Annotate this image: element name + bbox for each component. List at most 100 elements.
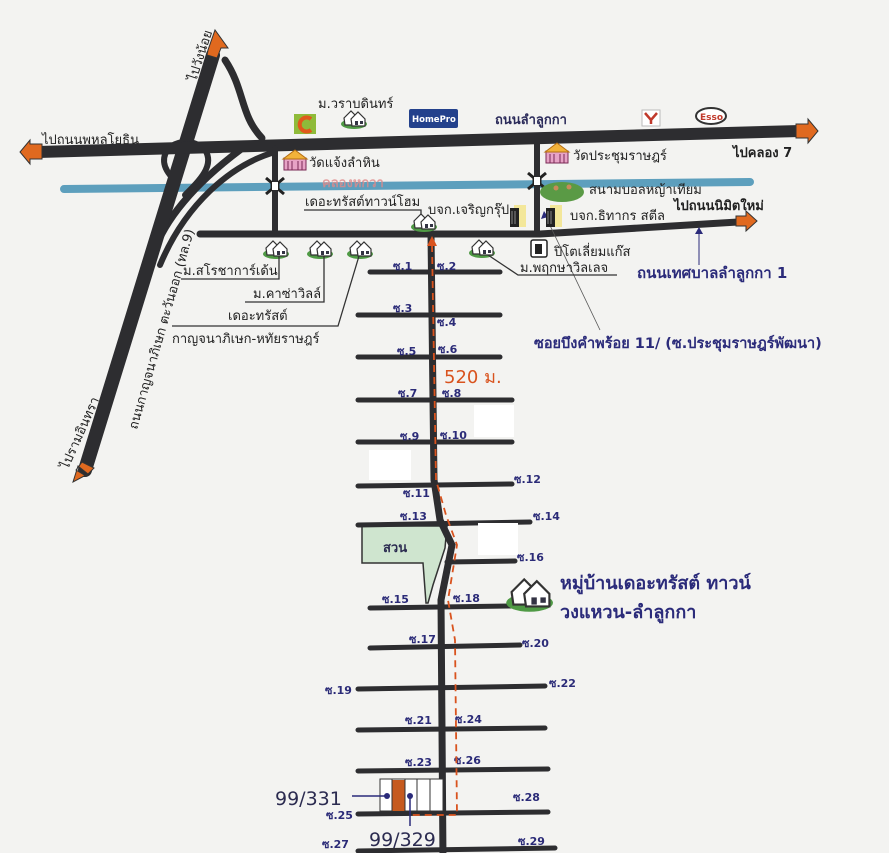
route-dashed-line <box>410 244 458 816</box>
soi-label: ซ.21 <box>405 714 432 727</box>
house-icon <box>306 240 334 260</box>
soi-label: ซ.13 <box>400 510 427 523</box>
blank-patch <box>478 523 518 555</box>
soi-label: ซ.2 <box>437 260 456 273</box>
label-waraburin: ม.วราบดินทร์ <box>318 96 393 112</box>
garden-label: สวน <box>383 541 407 556</box>
leader-arrow-icon <box>695 227 703 234</box>
label-wat-prachum: วัดประชุมราษฎร์ <box>573 148 667 164</box>
label-sarocha-garden: ม.สโรชาการ์เด้น <box>183 263 278 279</box>
leader-sarocha <box>181 256 280 280</box>
house-icon <box>262 240 290 260</box>
logo-homepro: HomePro <box>409 109 458 128</box>
highway-ramp-se <box>157 149 278 268</box>
logo-bigc <box>294 114 316 134</box>
soi-line <box>355 809 551 817</box>
leader-the-trust <box>172 255 360 327</box>
soi-label: ซ.8 <box>442 387 461 400</box>
soi-line <box>444 558 518 565</box>
soi-label: ซ.16 <box>517 551 544 564</box>
label-to-nimitmai: ไปถนนนิมิตใหม่ <box>672 197 764 214</box>
label-kanchana-hathai: กาญจนาภิเษก-หทัยราษฎร์ <box>172 331 320 347</box>
label-to-phahonyothin: ไปถนนพหลโยธิน <box>41 132 139 148</box>
soi-line <box>355 766 551 774</box>
soi-label: ซ.14 <box>533 510 560 523</box>
temple-icon <box>544 142 570 164</box>
leader-trust-townhome <box>304 209 422 220</box>
highway-kanchanaphisek <box>78 48 220 477</box>
arrow-to-ramintra <box>72 461 95 484</box>
soi-label: ซ.17 <box>409 633 436 646</box>
label-village-line1: หมู่บ้านเดอะทรัสต์ ทาวน์ <box>560 572 751 595</box>
svg-text:Esso: Esso <box>700 113 723 123</box>
soi-label: ซ.12 <box>514 473 541 486</box>
arrow-to-nimitmai <box>735 209 758 233</box>
soi-label: ซ.5 <box>397 345 416 358</box>
soi-label: ซ.19 <box>325 684 352 697</box>
label-casa-ville: ม.คาซ่าวิลล์ <box>253 286 321 302</box>
soi-label: ซ.4 <box>437 316 457 329</box>
soi-label: ซ.11 <box>403 487 430 500</box>
logo-esso: Esso <box>695 107 727 125</box>
soi-prachumrat-phatthana <box>427 230 456 853</box>
logo-bank <box>641 109 661 127</box>
soi-label: ซ.3 <box>393 302 412 315</box>
soi-label: ซ.25 <box>326 809 353 822</box>
label-gas-station: ปิโตเลี่ยมแก๊ส <box>553 243 631 260</box>
soi-line <box>355 683 548 692</box>
route-distance: 520 ม. <box>444 367 502 388</box>
garden-area <box>361 525 448 604</box>
label-trust-townhome: เดอะทรัสต์ทาวน์โฮม <box>305 194 420 210</box>
soi-label: ซ.29 <box>518 835 545 848</box>
label-road-lamlukka: ถนนลำลูกกา <box>495 112 567 128</box>
village-icon <box>505 578 555 613</box>
blank-patch <box>474 405 514 437</box>
road-lamlukka <box>37 125 801 158</box>
soi-line <box>355 725 548 733</box>
soi-label: ซ.10 <box>440 429 467 442</box>
label-soi-main: ซอยบึงคำพร้อย 11/ (ซ.ประชุมราษฎร์พัฒนา) <box>534 334 822 352</box>
soi-label: ซ.26 <box>454 754 481 767</box>
soi-label: ซ.22 <box>549 677 576 690</box>
canal-label: คลองหกวา <box>322 176 384 191</box>
house-icon <box>468 239 496 259</box>
svg-text:HomePro: HomePro <box>412 115 456 125</box>
blank-patch <box>369 450 411 480</box>
soi-label: ซ.18 <box>453 592 480 605</box>
soi-line <box>367 642 523 651</box>
arrow-to-phahonyothin <box>19 138 43 166</box>
label-to-khlong7: ไปคลอง 7 <box>731 144 792 161</box>
side-sois <box>355 269 558 853</box>
soi-label: ซ.6 <box>438 343 458 356</box>
house-number-331: 99/331 <box>275 788 342 810</box>
house-number-329: 99/329 <box>369 829 436 851</box>
highway-ramp-east <box>221 56 266 142</box>
house-icon <box>346 240 374 260</box>
label-football-field: สนามบอลหญ้าเทียม <box>589 182 702 198</box>
building-icon <box>545 204 563 228</box>
road-tessaban-lamlukka-1 <box>196 218 742 238</box>
label-tessaban-road: ถนนเทศบาลลำลูกกา 1 <box>637 264 787 283</box>
label-pruksa-village: ม.พฤกษาวิลเลจ <box>520 261 608 276</box>
soi-label: ซ.7 <box>398 387 417 400</box>
pin-icon <box>407 793 413 799</box>
arrow-to-wangnoi <box>206 28 229 59</box>
label-the-trust: เดอะทรัสต์ <box>228 308 288 324</box>
label-village-line2: วงแหวน-ลำลูกกา <box>560 602 696 624</box>
temple-icon <box>282 149 308 171</box>
gas-station-icon <box>530 239 548 258</box>
house-icon <box>340 110 368 130</box>
soi-label: ซ.28 <box>513 791 540 804</box>
soi-label: ซ.27 <box>322 838 349 851</box>
football-field-icon <box>540 182 584 202</box>
soi-label: ซ.15 <box>382 593 409 606</box>
label-wat-chaeng: วัดแจ้งลำหิน <box>309 156 380 171</box>
leader-casa-ville <box>245 256 325 303</box>
pin-icon <box>384 793 390 799</box>
route-arrow-icon <box>427 236 437 246</box>
soi-line <box>355 845 558 853</box>
building-icon <box>509 204 527 228</box>
soi-label: ซ.24 <box>455 713 482 726</box>
leader-pruksa <box>487 254 617 276</box>
